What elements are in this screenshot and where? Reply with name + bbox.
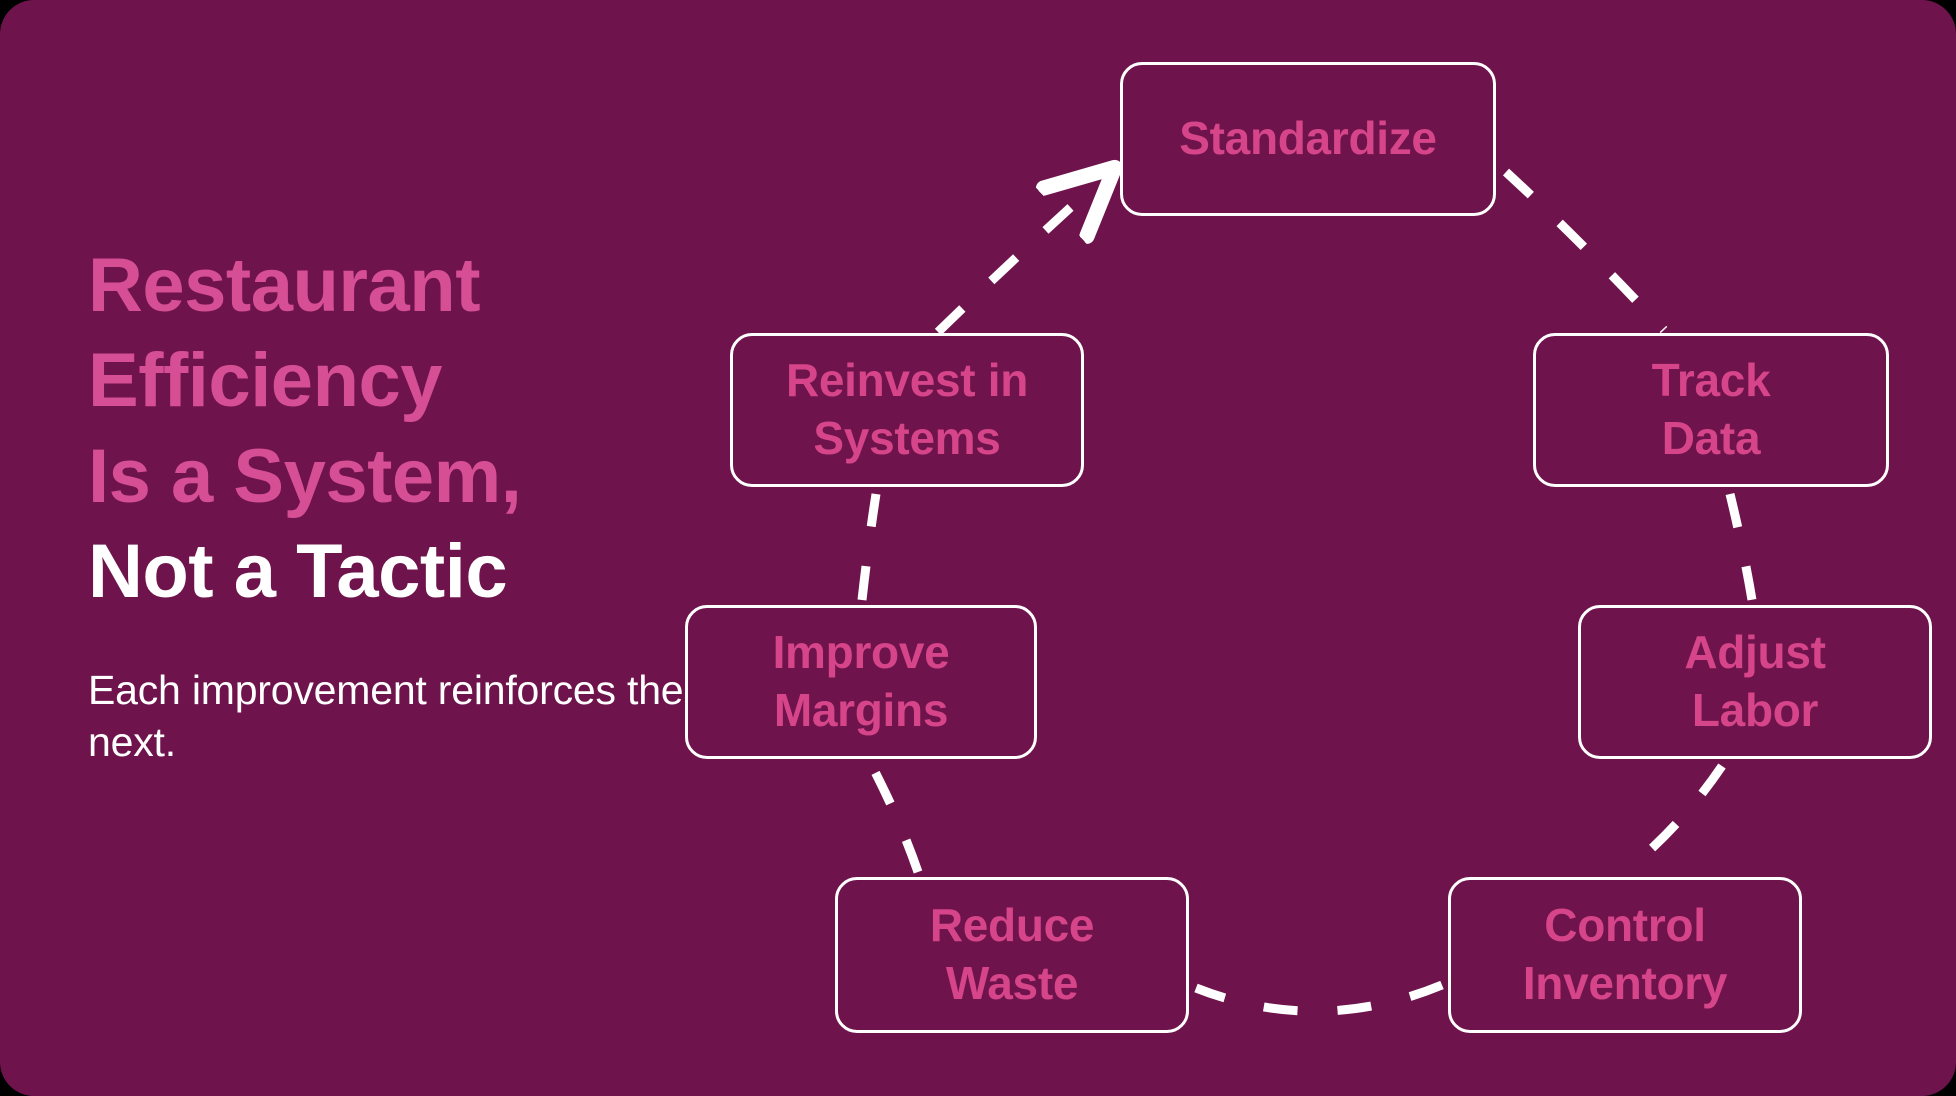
edge-standardize-to-track-data bbox=[1502, 168, 1668, 334]
edge-reduce-waste-to-improve-margins bbox=[868, 763, 923, 874]
node-track-data[interactable]: Track Data bbox=[1533, 333, 1889, 487]
left-text-panel: Restaurant Efficiency Is a System, Not a… bbox=[88, 238, 688, 768]
edge-control-inventory-to-reduce-waste bbox=[1194, 980, 1444, 1016]
subtitle-text: Each improvement reinforces the next. bbox=[88, 666, 684, 765]
node-reduce-waste[interactable]: Reduce Waste bbox=[835, 877, 1189, 1033]
headline-line-4: Not a Tactic bbox=[88, 529, 508, 615]
node-improve-margins[interactable]: Improve Margins bbox=[685, 605, 1037, 759]
page-title: Restaurant Efficiency Is a System, Not a… bbox=[88, 238, 688, 620]
headline-line-3: Is a System, bbox=[88, 433, 522, 519]
headline-line-2: Efficiency bbox=[88, 338, 443, 424]
edge-adjust-labor-to-control-inventory bbox=[1619, 763, 1726, 878]
edge-track-data-to-adjust-labor bbox=[1725, 492, 1757, 601]
node-control-inventory[interactable]: Control Inventory bbox=[1448, 877, 1802, 1033]
node-reinvest-in-systems[interactable]: Reinvest in Systems bbox=[730, 333, 1084, 487]
edge-improve-margins-to-reinvest-in-systems bbox=[857, 493, 881, 601]
node-standardize[interactable]: Standardize bbox=[1120, 62, 1496, 216]
node-adjust-labor[interactable]: Adjust Labor bbox=[1578, 605, 1932, 759]
edge-reinvest-to-standardize bbox=[934, 188, 1092, 336]
headline-line-1: Restaurant bbox=[88, 243, 481, 328]
